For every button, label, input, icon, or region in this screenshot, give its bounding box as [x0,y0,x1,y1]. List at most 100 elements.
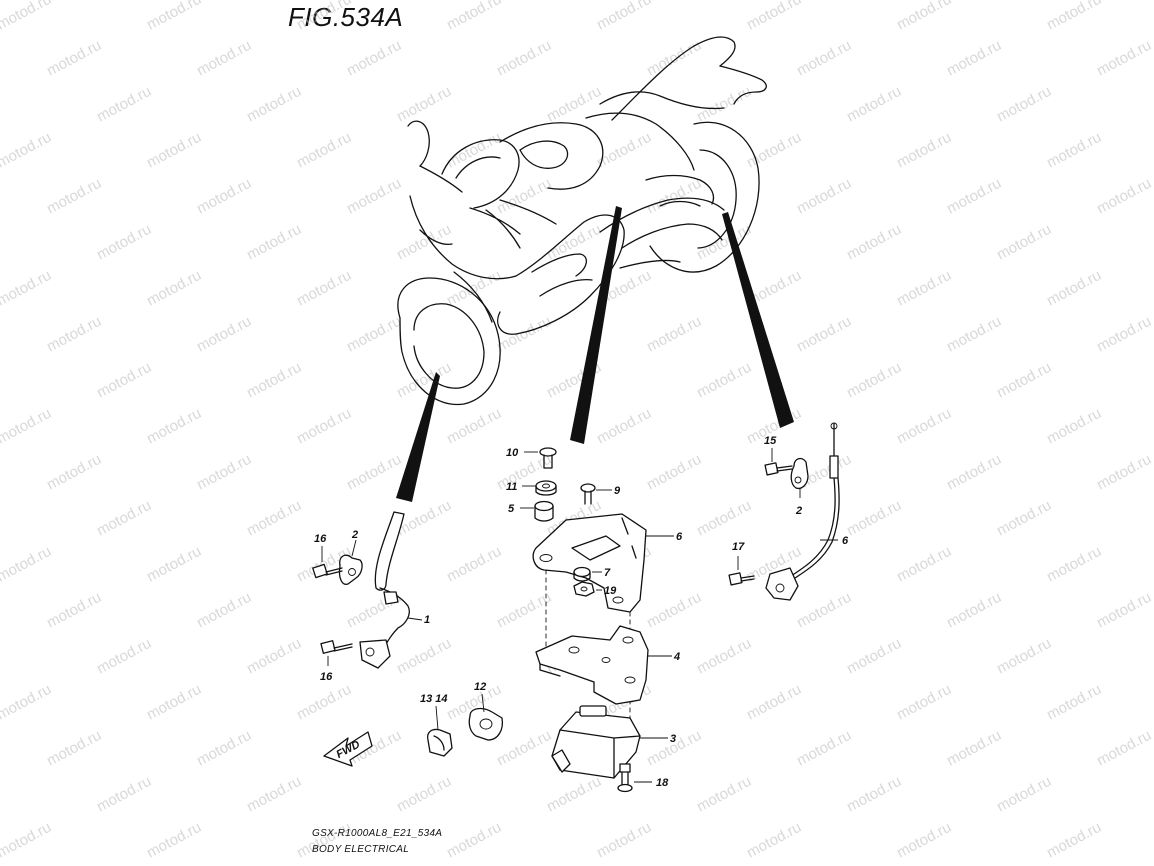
callout-6-center: 6 [676,531,683,543]
watermark-text: motod.ru [1094,451,1154,494]
watermark-text: motod.ru [294,0,354,34]
model-code: GSX-R1000AL8_E21_534A [312,828,443,839]
watermark-text: motod.ru [844,635,904,678]
callout-13-14: 13 14 [420,693,448,705]
watermark-text: motod.ru [0,681,54,724]
watermark-text: motod.ru [294,681,354,724]
watermark-text: motod.ru [694,635,754,678]
watermark-text: motod.ru [344,451,404,494]
watermark-text: motod.ru [244,497,304,540]
watermark-text: motod.ru [244,359,304,402]
watermark-text: motod.ru [1094,37,1154,80]
watermark-text: motod.ru [844,773,904,816]
watermark-text: motod.ru [194,727,254,770]
watermark-text: motod.ru [1044,267,1104,310]
bolt-17 [728,572,755,586]
watermark-text: motod.ru [544,83,604,126]
part-1-harness [359,511,410,669]
watermark-text: motod.ru [594,819,654,862]
watermark-text: motod.ru [644,37,704,80]
watermark-text: motod.ru [1044,129,1104,172]
watermark-text: motod.ru [844,221,904,264]
callouts: 1 2 2 3 4 5 6 6 7 9 10 11 12 [314,435,849,789]
callout-3: 3 [670,733,676,745]
watermark-text: motod.ru [444,0,504,34]
watermark-text: motod.ru [744,0,804,34]
washer-11 [535,480,557,496]
callout-16-upper: 16 [314,533,327,545]
watermark-text: motod.ru [844,83,904,126]
watermark-text: motod.ru [794,313,854,356]
watermark-text: motod.ru [494,727,554,770]
watermark-text: motod.ru [844,497,904,540]
watermark-text: motod.ru [494,37,554,80]
callout-19: 19 [604,585,617,597]
screw-9 [580,483,596,505]
watermark-text: motod.ru [694,497,754,540]
watermark-text: motod.ru [444,819,504,862]
watermark-text: motod.ru [94,635,154,678]
watermark-text: motod.ru [1094,727,1154,770]
watermark-text: motod.ru [894,0,954,34]
watermark-text: motod.ru [794,37,854,80]
part-4-plate [535,625,649,705]
watermark-text: motod.ru [194,37,254,80]
watermark-text: motod.ru [244,635,304,678]
watermark-text: motod.ru [794,175,854,218]
watermark-text: motod.ru [944,37,1004,80]
bolt-16-lower [320,640,353,654]
watermark-text: motod.ru [444,543,504,586]
watermark-text: motod.ru [744,681,804,724]
watermark-text: motod.ru [94,83,154,126]
clip-13-14 [426,728,453,757]
watermark-text: motod.ru [1094,589,1154,632]
watermark-text: motod.ru [44,37,104,80]
callout-5: 5 [508,503,515,515]
watermark-text: motod.ru [644,451,704,494]
callout-7: 7 [604,567,611,579]
watermark-text: motod.ru [44,589,104,632]
part-6-bracket [532,513,647,613]
watermark-text: motod.ru [894,405,954,448]
watermark-text: motod.ru [1094,313,1154,356]
watermark-text: motod.ru [0,543,54,586]
watermark-text: motod.ru [194,451,254,494]
callout-12: 12 [474,681,486,693]
watermark-text: motod.ru [444,267,504,310]
watermark-text: motod.ru [0,405,54,448]
callout-11: 11 [506,481,517,493]
watermark-text: motod.ru [994,221,1054,264]
watermark-text: motod.ru [944,175,1004,218]
watermark-text: motod.ru [94,359,154,402]
nut-19 [573,581,595,597]
watermark-text: motod.ru [644,589,704,632]
watermark-text: motod.ru [144,681,204,724]
bolt-15 [764,462,793,476]
watermark-text: motod.ru [544,773,604,816]
screw-10 [539,447,557,469]
watermark-text: motod.ru [894,267,954,310]
watermark-text: motod.ru [994,773,1054,816]
watermark-text: motod.ru [894,681,954,724]
watermark-text: motod.ru [944,451,1004,494]
part-2-clamp-right [790,457,809,490]
watermark-text: motod.ru [894,129,954,172]
watermark-text: motod.ru [994,635,1054,678]
watermark-text: motod.ru [1044,405,1104,448]
watermark-text: motod.ru [44,175,104,218]
watermark-text: motod.ru [294,405,354,448]
watermark-text: motod.ru [94,773,154,816]
callout-2-left: 2 [351,529,358,541]
watermark-text: motod.ru [144,543,204,586]
watermark-text: motod.ru [694,359,754,402]
bolt-16-upper [312,563,343,579]
watermark-text: motod.ru [594,405,654,448]
watermark-text: motod.ru [144,0,204,34]
watermark-text: motod.ru [444,405,504,448]
watermark-text: motod.ru [494,589,554,632]
watermark-text: motod.ru [994,83,1054,126]
watermark-text: motod.ru [0,0,54,34]
watermark-text: motod.ru [244,773,304,816]
watermark-text: motod.ru [694,83,754,126]
callout-10: 10 [506,447,519,459]
